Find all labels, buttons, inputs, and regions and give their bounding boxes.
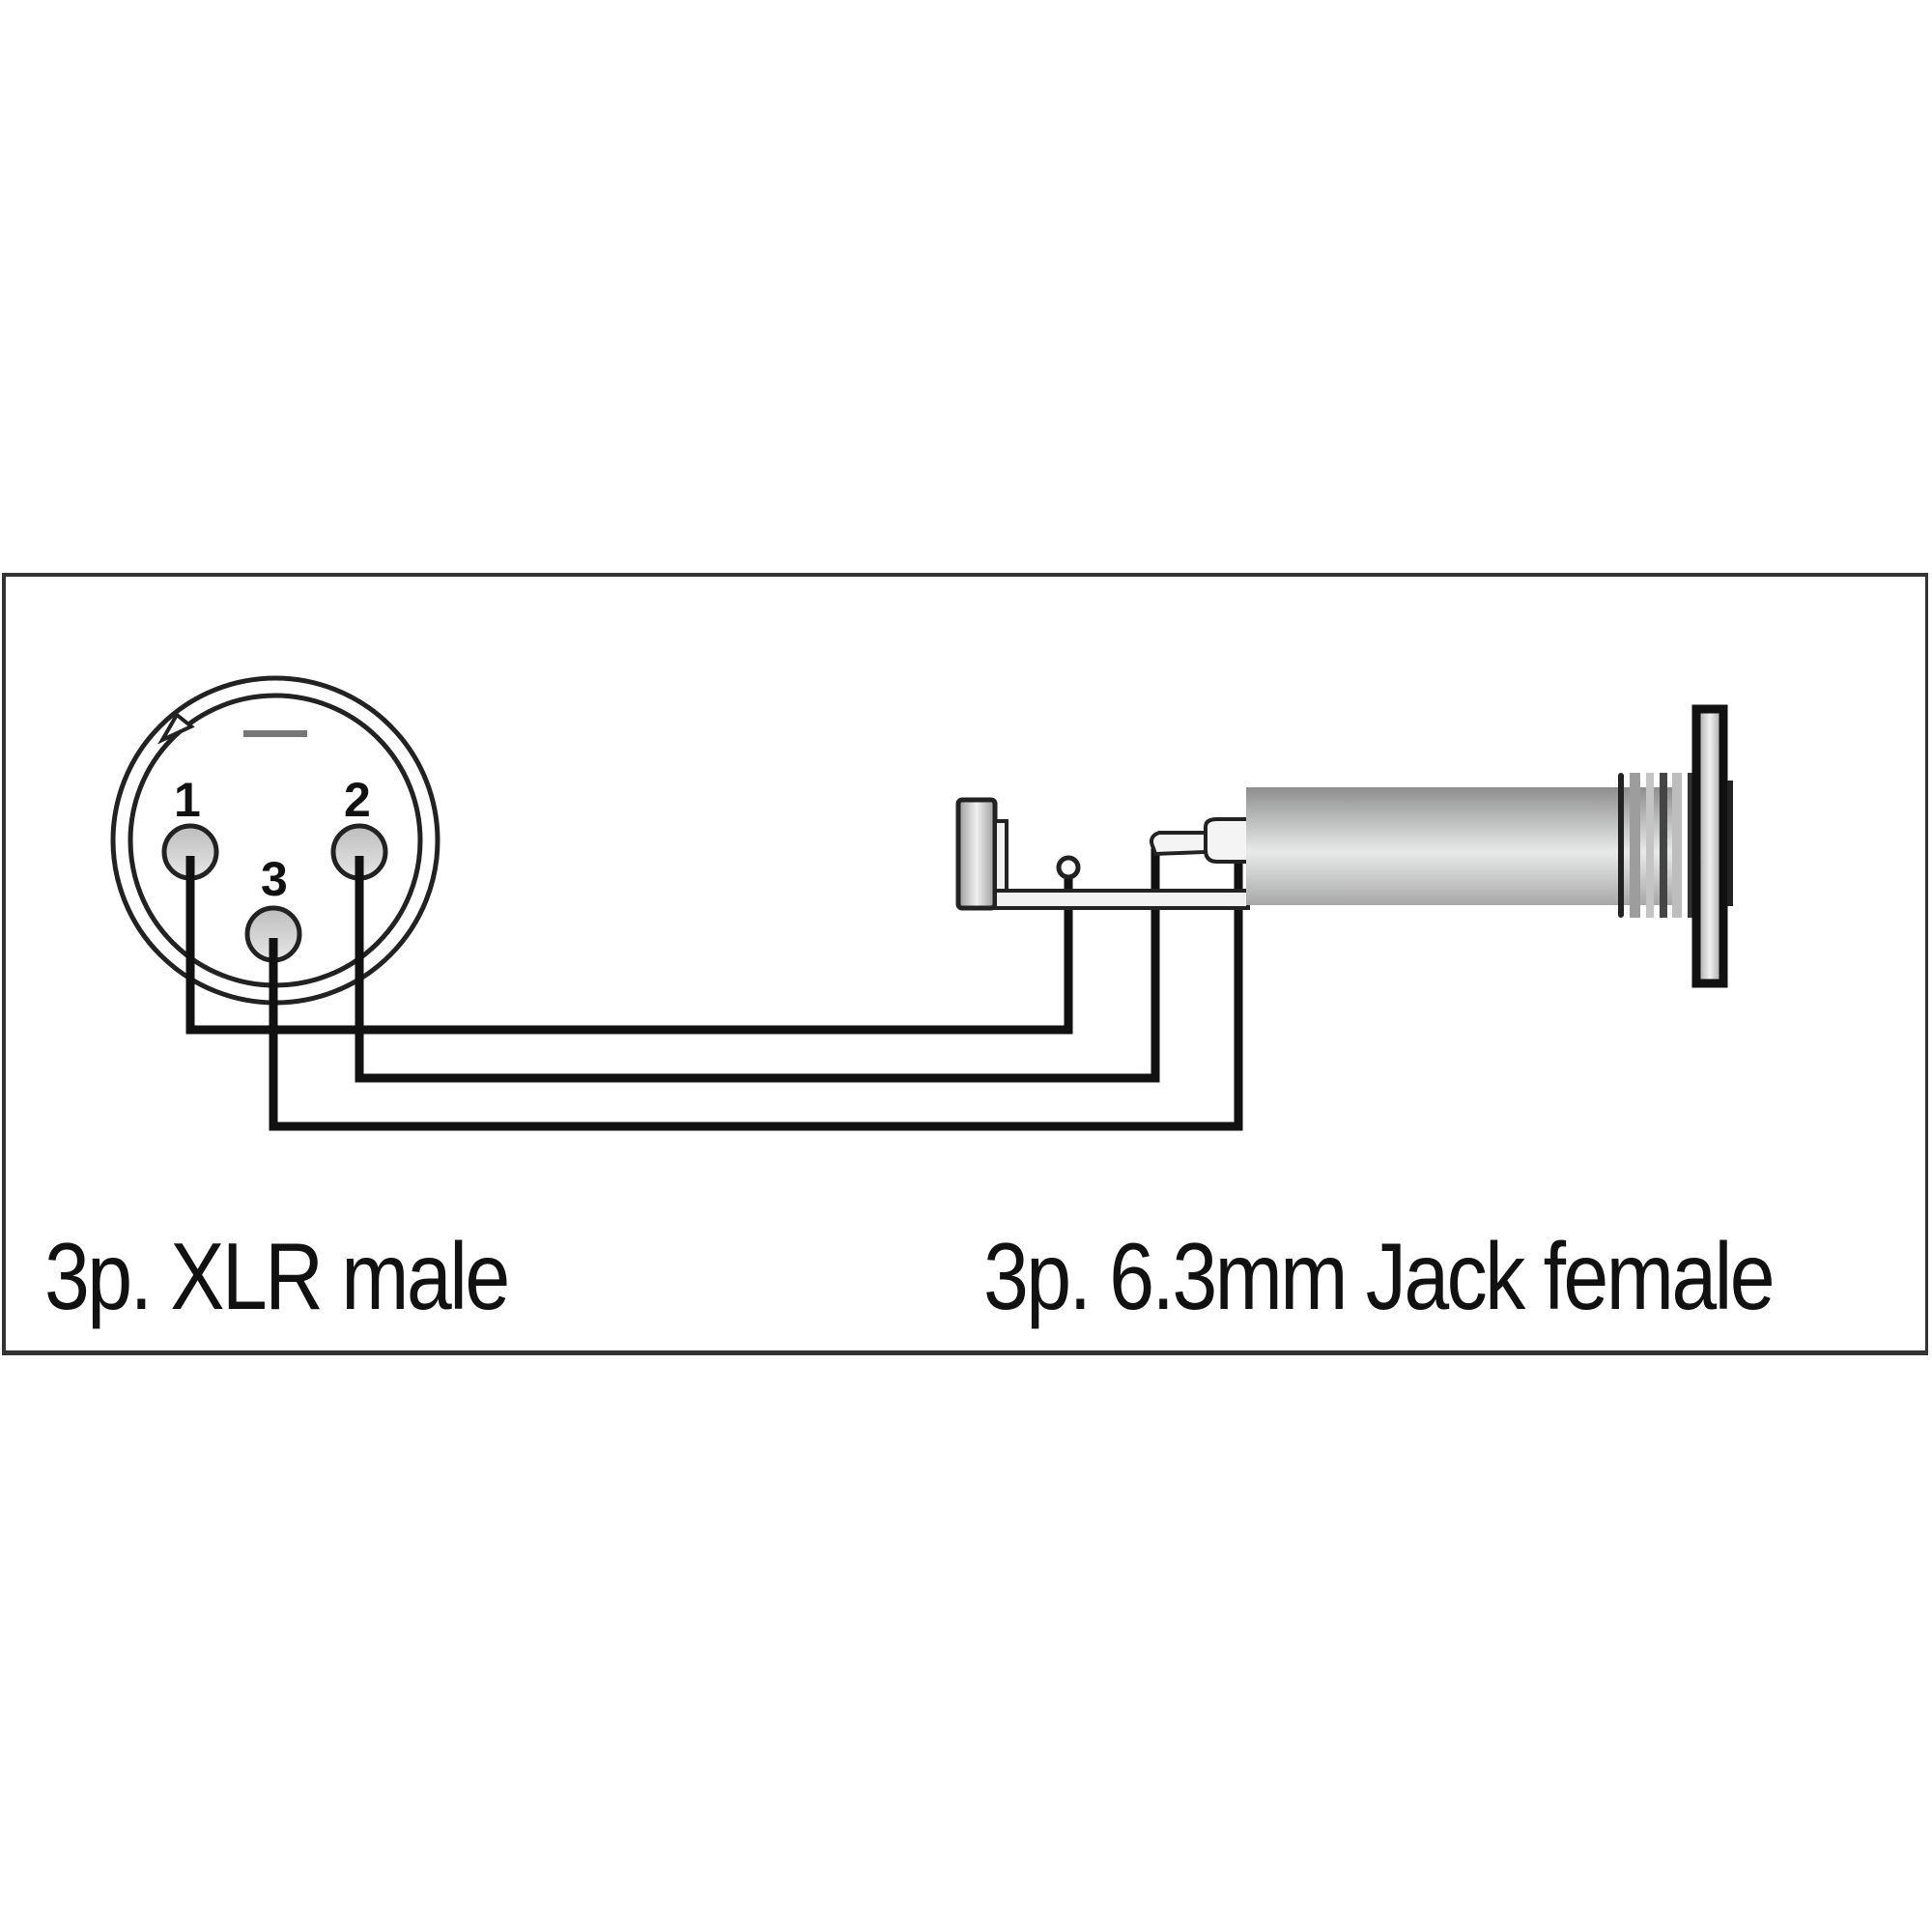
wire-pin1-sleeve: [185, 856, 1073, 1035]
jack-female-connector: [955, 704, 1733, 988]
pin-label-1: 1: [174, 773, 201, 827]
jack-thread: [1618, 773, 1695, 918]
wires: [185, 846, 1243, 1131]
right-connector-label: 3p. 6.3mm Jack female: [983, 1223, 1776, 1329]
pin-label-2: 2: [344, 773, 371, 827]
left-connector-label: 3p. XLR male: [44, 1223, 510, 1329]
pin-label-3: 3: [261, 852, 288, 906]
jack-barrel: [1246, 787, 1681, 905]
wire-pin2-tip: [355, 848, 1160, 1083]
wire-pin3-ring: [269, 846, 1243, 1131]
jack-flange: [1691, 704, 1728, 988]
